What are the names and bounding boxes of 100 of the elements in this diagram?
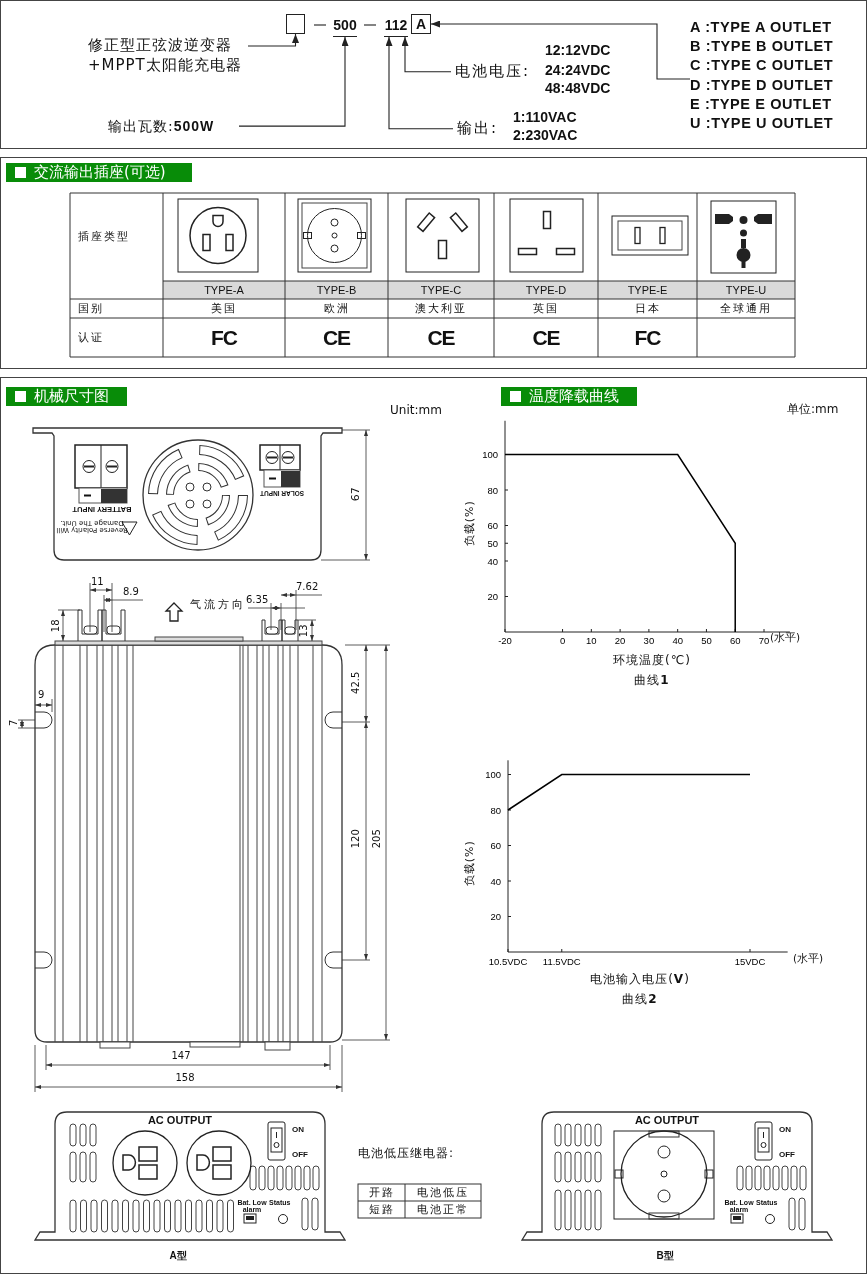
connector-line xyxy=(238,36,349,127)
country-name: 欧洲 xyxy=(322,301,351,317)
tick-label: 30 xyxy=(643,635,655,646)
relay-state: 电池正常 xyxy=(416,1202,470,1218)
dimension-value: 7 xyxy=(8,718,20,728)
country-name: 全球通用 xyxy=(719,301,773,317)
socket-type: TYPE-U xyxy=(724,283,768,298)
dimension-value: 9 xyxy=(38,689,46,701)
option-value: 12:12VDC xyxy=(545,42,611,59)
tick-label: 60 xyxy=(729,635,741,646)
section-header xyxy=(501,387,637,406)
switch-label: OFF xyxy=(779,1150,796,1160)
country-name: 澳大利亚 xyxy=(414,301,468,317)
section-header xyxy=(6,163,192,182)
tick-label: 80 xyxy=(487,484,498,496)
section-title: 交流输出插座(可选) xyxy=(34,163,166,182)
code-box xyxy=(286,14,305,34)
certification-mark: FC xyxy=(210,325,238,351)
chart-title: 曲线1 xyxy=(633,674,671,688)
tick-label: 11.5VDC xyxy=(542,956,581,967)
dimension-value: 13 xyxy=(298,623,310,639)
socket-type: TYPE-A xyxy=(203,283,245,298)
switch-label: ON xyxy=(292,1125,305,1135)
option-text: B :TYPE B OUTLET xyxy=(690,38,834,55)
tick-label: 50 xyxy=(487,537,498,549)
dimension-value: 6.35 xyxy=(246,594,270,605)
tick-label: 0 xyxy=(559,635,566,646)
tick-label: 100 xyxy=(482,449,498,460)
relay-title: 电池低压继电器: xyxy=(358,1147,456,1161)
option-value: 1:110VAC xyxy=(513,109,577,126)
socket-type: TYPE-B xyxy=(315,283,358,298)
certification-mark: CE xyxy=(321,325,352,351)
relay-state: 电池低压 xyxy=(416,1185,470,1201)
tick-label: 100 xyxy=(485,769,501,780)
option-value: 2:230VAC xyxy=(513,127,578,144)
option-text: E :TYPE E OUTLET xyxy=(690,95,832,113)
socket-type: TYPE-C xyxy=(419,283,463,298)
switch-label: ON xyxy=(779,1125,792,1135)
dimension-value: 7.62 xyxy=(296,581,320,593)
tick-label: 70 xyxy=(758,635,770,646)
section-title: 机械尺寸图 xyxy=(34,387,109,406)
relay-state: 短路 xyxy=(367,1202,396,1218)
dimension-value: 67 xyxy=(349,486,363,504)
row-header: 认证 xyxy=(78,330,105,346)
panel-label: AC OUTPUT xyxy=(633,1114,701,1127)
axis-unit: (水平) xyxy=(770,631,802,644)
tick-label: 40 xyxy=(487,555,498,567)
dimension-value: 8.9 xyxy=(123,586,140,598)
axis-title: 环境温度(℃) xyxy=(612,654,692,668)
tick-label: 50 xyxy=(701,635,712,646)
tick-label: 10.5VDC xyxy=(488,956,528,967)
tick-label: 40 xyxy=(490,875,501,887)
unit-note: Unit:mm xyxy=(390,404,443,418)
axis-title: 电池输入电压(V) xyxy=(589,973,691,987)
tick-label: 60 xyxy=(490,840,501,851)
row-header: 插座类型 xyxy=(78,229,131,245)
unit-note: 单位:mm xyxy=(787,403,840,417)
dimension-value: 120 xyxy=(350,828,362,851)
certification-mark: CE xyxy=(531,325,561,351)
dimension-value: 42.5 xyxy=(350,670,362,696)
certification-mark: FC xyxy=(633,325,662,351)
option-value: 24:24VDC xyxy=(545,62,611,79)
description-text: 输出: xyxy=(457,119,507,139)
connector-line xyxy=(385,36,454,130)
dimension-value: 158 xyxy=(174,1072,196,1084)
country-name: 英国 xyxy=(532,301,560,317)
option-text: D :TYPE D OUTLET xyxy=(690,76,834,94)
axis-unit: (水平) xyxy=(793,952,825,965)
socket-type: TYPE-E xyxy=(626,283,669,298)
option-text: U :TYPE U OUTLET xyxy=(690,115,834,132)
tick-label: 20 xyxy=(487,591,498,602)
tick-label: 20 xyxy=(490,911,501,922)
panel-label: AC OUTPUT xyxy=(146,1114,214,1127)
axis-title: 负载(%) xyxy=(463,839,477,889)
panel-caption: A型 xyxy=(168,1250,188,1262)
section-title: 温度降载曲线 xyxy=(529,387,619,406)
description-text: 电池电压: xyxy=(455,62,535,82)
tick-label: 40 xyxy=(672,635,683,646)
connector-line xyxy=(247,33,299,47)
certification-mark: CE xyxy=(426,325,456,351)
option-text: C :TYPE C OUTLET xyxy=(690,57,834,75)
code-box: A xyxy=(411,14,431,34)
tick-label: -20 xyxy=(498,635,512,646)
tick-label: 10 xyxy=(586,635,597,646)
axis-title: 负载(%) xyxy=(463,499,477,549)
switch-label: OFF xyxy=(292,1150,309,1160)
tick-label: 20 xyxy=(614,635,626,646)
country-name: 美国 xyxy=(210,301,238,317)
row-header: 国别 xyxy=(78,301,105,317)
socket-type: TYPE-D xyxy=(524,283,568,298)
description-text: 输出瓦数:500W xyxy=(108,117,233,136)
connector-line xyxy=(401,36,452,73)
option-text: A :TYPE A OUTLET xyxy=(690,19,832,36)
dimension-value: 18 xyxy=(50,618,62,635)
description-text: 修正型正弦波逆变器+MPPT太阳能充电器 xyxy=(88,36,246,75)
chart-title: 曲线2 xyxy=(621,993,659,1007)
code-segment: 500 xyxy=(333,16,357,37)
dimension-value: 147 xyxy=(170,1050,192,1062)
option-value: 48:48VDC xyxy=(545,80,611,97)
dimension-value: 11 xyxy=(91,576,105,588)
